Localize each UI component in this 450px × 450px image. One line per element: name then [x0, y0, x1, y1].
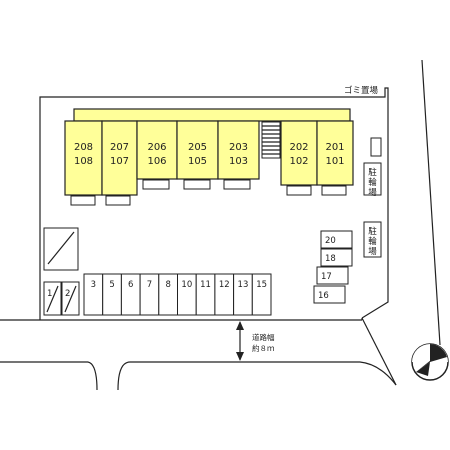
bicycle-parking-2-label: 駐輪場: [368, 226, 377, 257]
boundary-stub: [361, 317, 397, 386]
svg-text:5: 5: [109, 280, 114, 290]
svg-text:1: 1: [47, 289, 52, 299]
svg-text:13: 13: [238, 280, 249, 290]
svg-text:17: 17: [321, 272, 332, 282]
compass-north-arrow-icon: [411, 343, 449, 381]
parking-space-11: 11: [195, 273, 216, 316]
unit-number-upper: 206: [147, 142, 166, 153]
parking-space-6: 6: [120, 273, 141, 316]
unit-number-lower: 101: [325, 156, 344, 167]
unit-number-lower: 105: [188, 156, 207, 167]
svg-text:7: 7: [147, 280, 152, 290]
svg-text:6: 6: [128, 280, 133, 290]
parking-space-5: 5: [102, 273, 122, 316]
svg-text:20: 20: [325, 236, 336, 246]
unit-number-upper: 203: [229, 142, 248, 153]
parking-space-7: 7: [139, 273, 160, 316]
utility-area: [43, 227, 79, 271]
unit-number-upper: 201: [325, 142, 344, 153]
unit-number-lower: 103: [229, 156, 248, 167]
dimension-arrow-icon: [236, 321, 244, 361]
svg-text:16: 16: [318, 291, 329, 301]
svg-text:11: 11: [200, 280, 211, 290]
parking-space-18: 18: [320, 248, 353, 267]
unit-number-upper: 202: [289, 142, 308, 153]
garbage-area: [370, 137, 382, 157]
bicycle-parking-2: [363, 221, 382, 258]
parking-space-3: 3: [83, 273, 104, 316]
parking-bottom-row: 3 5 6 7 8 10 11 12 13 15: [83, 273, 272, 316]
unit-number-upper: 208: [74, 142, 93, 153]
svg-text:10: 10: [181, 280, 192, 290]
svg-text:18: 18: [325, 254, 336, 264]
street-corner-left: [87, 361, 98, 391]
svg-text:2: 2: [65, 289, 70, 299]
road-width-label: 道路幅: [252, 332, 275, 342]
porch: [286, 185, 312, 196]
parking-space-16: 16: [313, 285, 346, 304]
bicycle-parking-1-label: 駐輪場: [368, 167, 377, 198]
building-units: 2081082071072061062051052031032021022011…: [64, 120, 354, 196]
parking-space-20: 20: [320, 230, 353, 249]
porch: [70, 195, 96, 206]
parking-space-17: 17: [316, 266, 349, 285]
svg-text:12: 12: [219, 280, 230, 290]
garbage-area-label: ゴミ置場: [344, 85, 379, 96]
unit-number-lower: 108: [74, 156, 93, 167]
unit-number-upper: 205: [188, 142, 207, 153]
svg-text:8: 8: [165, 280, 170, 290]
street-corner-right: [117, 361, 397, 391]
parking-right-column: 20 18 17 16: [313, 230, 353, 304]
bicycle-parking-1: [363, 162, 382, 196]
parking-space-10: 10: [177, 273, 197, 316]
street-east-edge: [421, 59, 441, 346]
unit-number-upper: 207: [110, 142, 129, 153]
road-width-value: 約８ｍ: [252, 343, 275, 353]
unit-number-lower: 102: [289, 156, 308, 167]
porch: [321, 185, 347, 196]
svg-text:15: 15: [256, 280, 267, 290]
parking-space-13: 13: [233, 273, 253, 316]
porch: [142, 179, 170, 190]
porch: [183, 179, 211, 190]
unit-porches: [70, 179, 347, 206]
unit-number-lower: 106: [147, 156, 166, 167]
porch: [105, 195, 131, 206]
parking-space-1: 1: [43, 281, 62, 316]
parking-space-12: 12: [214, 273, 235, 316]
building-corridor: [73, 108, 351, 122]
svg-text:3: 3: [91, 280, 96, 290]
porch: [223, 179, 251, 190]
parking-space-15: 15: [251, 273, 272, 316]
site-boundary: [39, 87, 389, 320]
stair-icon: [261, 121, 281, 159]
parking-space-2: 2: [61, 281, 80, 316]
unit-number-lower: 107: [110, 156, 129, 167]
parking-space-8: 8: [158, 273, 179, 316]
